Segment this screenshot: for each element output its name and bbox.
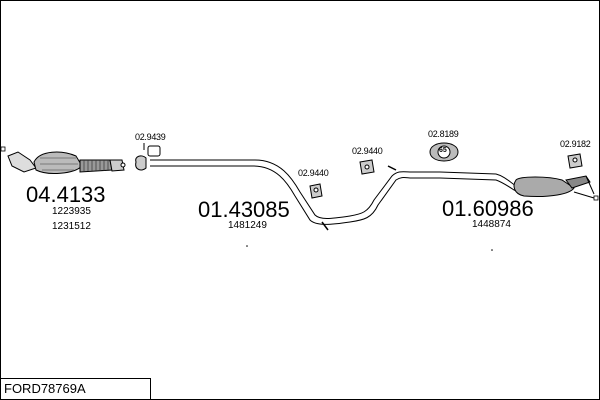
dot: [246, 245, 248, 247]
flange-clamp: [135, 143, 161, 171]
oe-reference: 1223935: [52, 206, 91, 217]
oe-reference: 1231512: [52, 221, 91, 232]
fitting-label: 02.9440: [298, 168, 329, 178]
gasket: [429, 142, 459, 162]
part-number: 04.4133: [26, 182, 106, 207]
rubber-hanger: [359, 159, 375, 175]
diagram-code-box: FORD78769A: [0, 378, 151, 399]
fitting-label: 02.9440: [352, 146, 383, 156]
part-number: 01.60986: [442, 196, 534, 221]
middle-pipe: [150, 159, 440, 231]
part-number: 01.43085: [198, 197, 290, 222]
fitting-label: 02.8189: [428, 129, 459, 139]
rear-hanger: [567, 153, 583, 169]
dot: [491, 249, 493, 251]
catalytic-converter: [7, 151, 126, 174]
edge-marker: [593, 195, 599, 201]
gasket-badge: 65: [439, 147, 447, 154]
fitting-label: 02.9182: [560, 139, 591, 149]
fitting-label: 02.9439: [135, 132, 166, 142]
diagram-code: FORD78769A: [4, 381, 86, 396]
rubber-hanger: [309, 183, 323, 199]
oe-reference: 1481249: [228, 220, 267, 231]
oe-reference: 1448874: [472, 219, 511, 230]
rear-silencer: [439, 171, 595, 199]
edge-marker: [0, 146, 6, 152]
